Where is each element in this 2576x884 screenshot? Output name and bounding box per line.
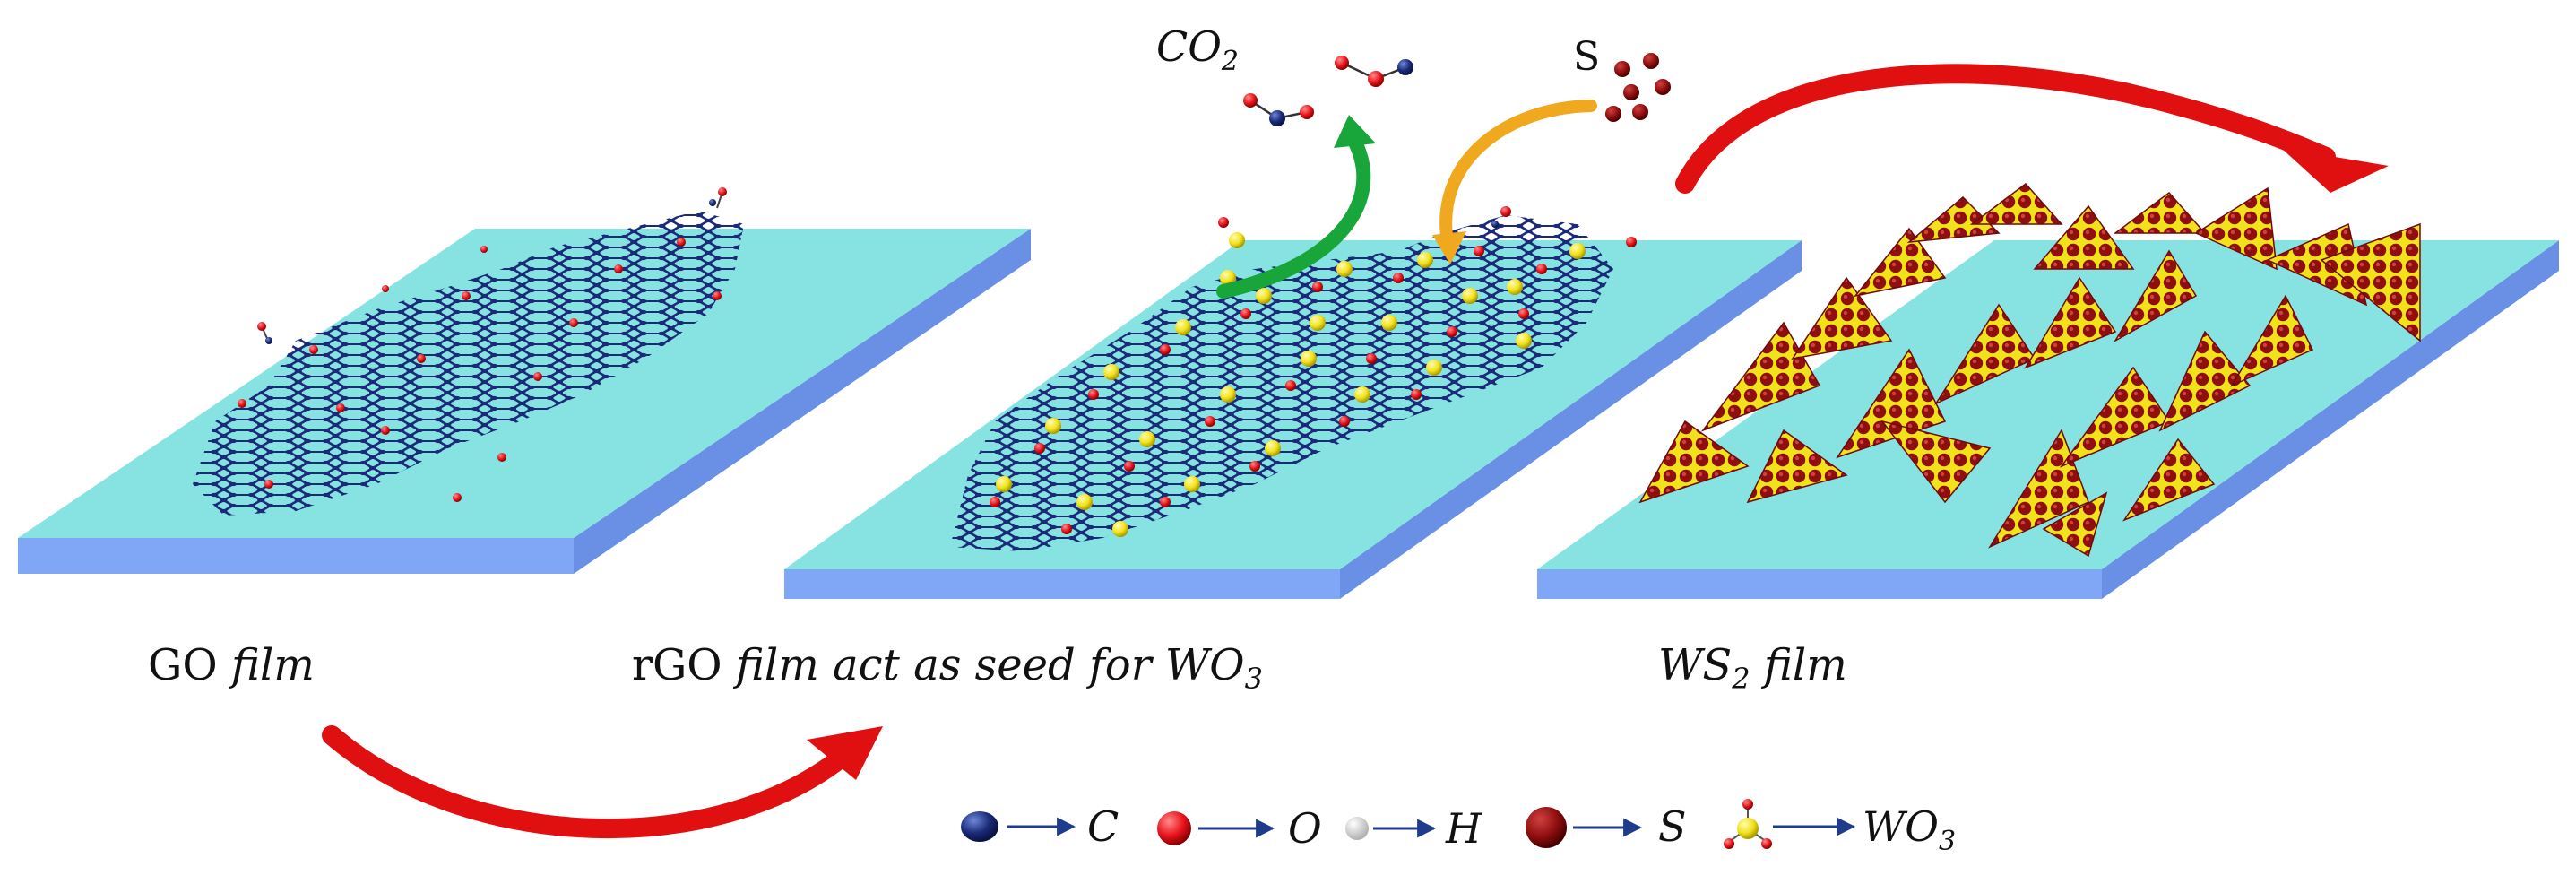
wo3-cluster-icon bbox=[1724, 799, 1772, 849]
caption-ws2-film: WS2 film bbox=[1658, 640, 1847, 696]
substrate-side-front bbox=[784, 569, 1340, 599]
panel-rgo-film bbox=[784, 206, 1802, 599]
sulfur-label: S bbox=[1573, 34, 1600, 80]
substrate-side-front bbox=[18, 538, 574, 574]
co2-label-base: CO bbox=[1156, 22, 1222, 71]
oxygen-atom-icon bbox=[1157, 811, 1191, 845]
hydrogen-atom-icon bbox=[1345, 817, 1369, 840]
co2-molecules bbox=[1243, 56, 1413, 126]
sulfur-atoms bbox=[1605, 53, 1671, 122]
caption-rgo-sub: 3 bbox=[1245, 662, 1263, 696]
legend-sulfur: S bbox=[1526, 802, 1687, 851]
carbon-atom-icon bbox=[961, 811, 998, 842]
sulfur-atom-icon bbox=[1526, 807, 1567, 848]
caption-go-roman: GO bbox=[148, 640, 231, 690]
panel-ws2-film bbox=[1537, 182, 2559, 599]
caption-ws2-italic-a: WS bbox=[1658, 640, 1732, 690]
substrate-side-right bbox=[1340, 240, 1802, 599]
go-functional-groups bbox=[257, 187, 727, 344]
legend-oxygen: O bbox=[1157, 804, 1322, 853]
red-arrow-go-to-rgo bbox=[322, 725, 883, 839]
caption-go-film: GO film bbox=[148, 640, 315, 690]
legend-carbon-label: C bbox=[1087, 802, 1119, 851]
panel-go-film bbox=[18, 187, 1031, 574]
caption-ws2-sub: 2 bbox=[1731, 662, 1750, 696]
legend-wo3-sub: 3 bbox=[1939, 826, 1956, 857]
go-oxygen-groups bbox=[238, 238, 722, 502]
legend-wo3-base: WO bbox=[1863, 802, 1939, 851]
caption-rgo-film: rGO film act as seed for WO3 bbox=[632, 640, 1263, 696]
legend-carbon: C bbox=[961, 802, 1119, 851]
legend-wo3-label: WO3 bbox=[1863, 802, 1956, 857]
rgo-graphene-sheet bbox=[950, 215, 1613, 551]
rgo-wo3-seeds bbox=[996, 243, 1586, 537]
caption-rgo-italic: film act as seed for WO bbox=[733, 640, 1245, 690]
co2-molecule bbox=[1243, 93, 1314, 126]
substrate-side-right bbox=[2102, 240, 2559, 599]
co2-label-sub: 2 bbox=[1221, 46, 1239, 77]
legend-hydrogen-label: H bbox=[1445, 804, 1482, 853]
legend-hydrogen: H bbox=[1345, 804, 1482, 853]
atom-legend: C O H S WO bbox=[961, 799, 1956, 857]
green-arrow-co2-release bbox=[1216, 115, 1376, 299]
substrate-side-right bbox=[574, 229, 1031, 574]
rgo-top-groups bbox=[1218, 206, 1637, 248]
rgo-oxygen-groups bbox=[990, 246, 1547, 534]
substrate-side-front bbox=[1537, 569, 2102, 599]
legend-wo3: WO3 bbox=[1724, 799, 1956, 857]
legend-oxygen-label: O bbox=[1288, 804, 1322, 853]
co2-label: CO2 bbox=[1156, 22, 1239, 77]
go-graphene-sheet bbox=[193, 211, 744, 516]
caption-go-italic: film bbox=[229, 640, 315, 690]
co2-molecule bbox=[1335, 56, 1413, 87]
orange-arrow-sulfur-intake bbox=[1432, 100, 1597, 264]
ws2-triangular-flakes bbox=[1638, 182, 2421, 558]
red-arrow-rgo-to-ws2 bbox=[1675, 64, 2389, 194]
caption-ws2-italic-b: film bbox=[1750, 640, 1847, 690]
caption-rgo-roman: rGO bbox=[632, 640, 736, 690]
legend-sulfur-label: S bbox=[1658, 802, 1687, 851]
